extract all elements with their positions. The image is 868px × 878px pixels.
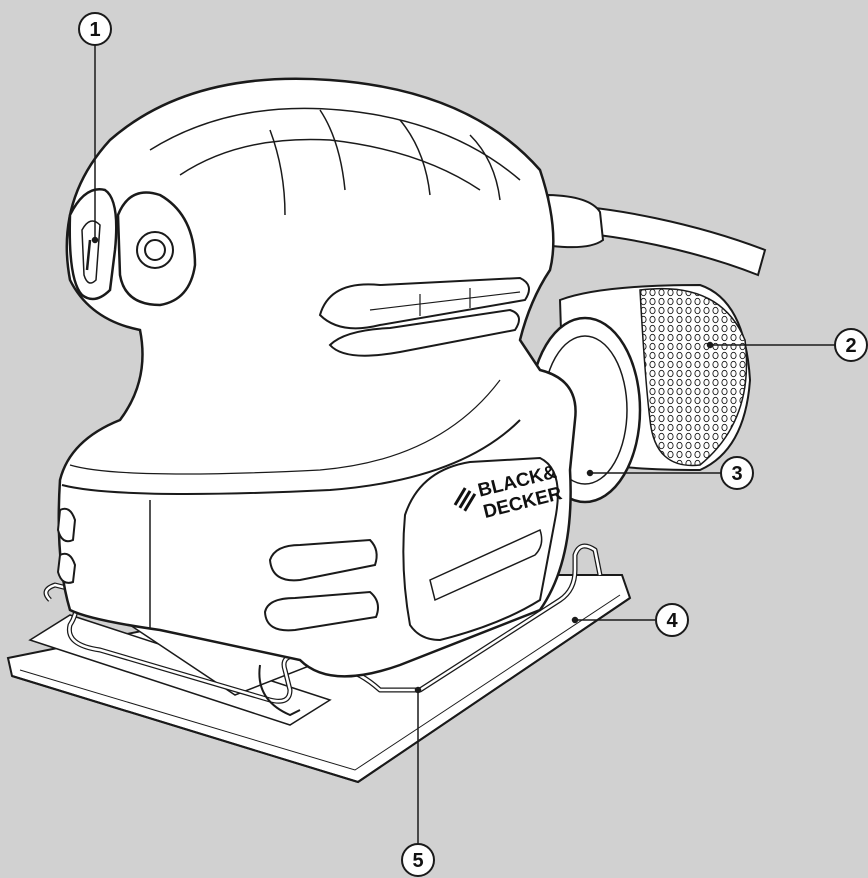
callout-2: 2: [834, 328, 868, 362]
leader-lines: [91, 45, 835, 845]
power-cord: [546, 193, 767, 277]
callout-5-number: 5: [412, 850, 423, 872]
sander-body: [56, 77, 577, 678]
callout-4: 4: [655, 603, 689, 637]
callout-5: 5: [401, 843, 435, 877]
callout-1-number: 1: [89, 19, 100, 41]
callout-3: 3: [720, 456, 754, 490]
dust-canister: [528, 283, 752, 504]
callout-1: 1: [78, 12, 112, 46]
callout-4-number: 4: [666, 610, 678, 632]
switch: [68, 188, 197, 307]
callout-2-number: 2: [845, 335, 856, 357]
callout-3-number: 3: [731, 463, 742, 485]
